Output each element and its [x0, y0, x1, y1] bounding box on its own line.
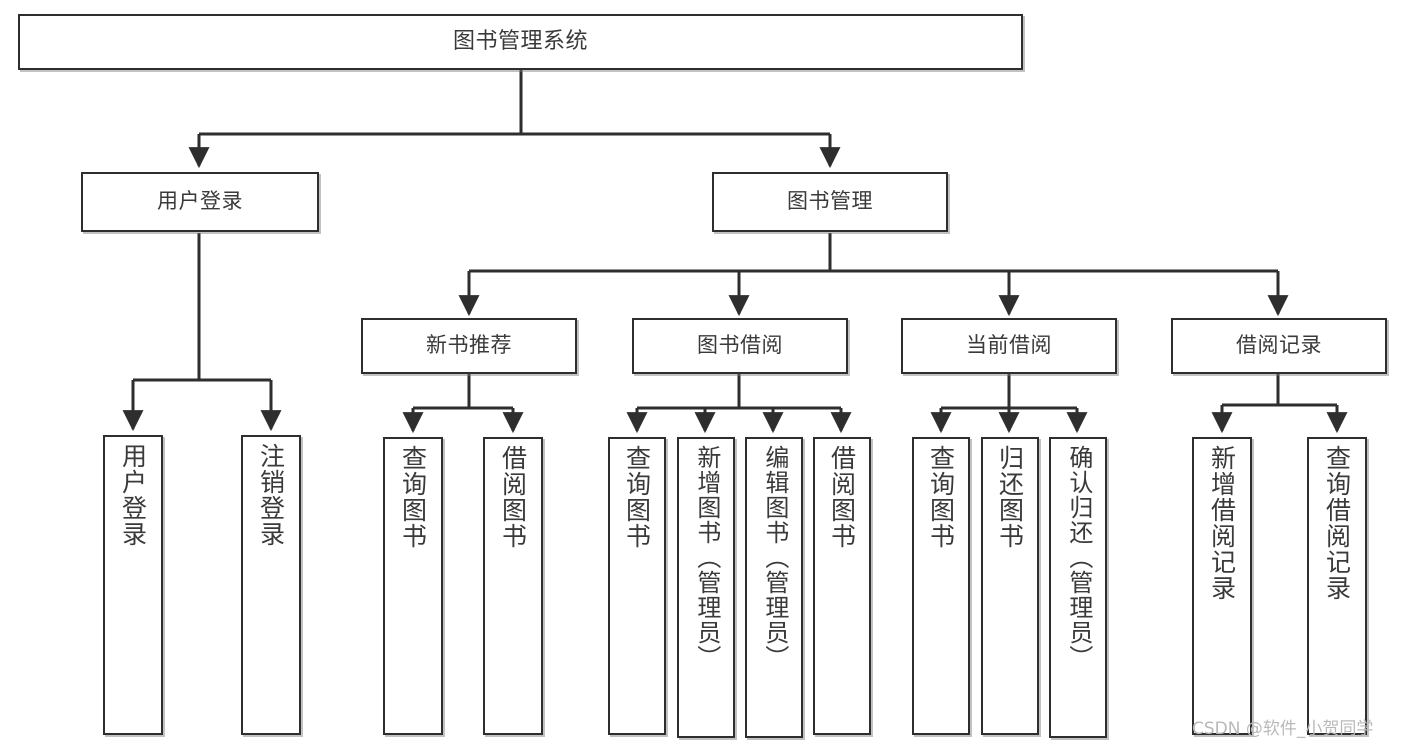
leaf-book-borrow-query[interactable]: 查询图书: [608, 437, 666, 735]
node-book-borrow[interactable]: 图书借阅: [632, 318, 848, 374]
node-label: 借阅图书: [827, 445, 857, 549]
node-root-book-management-system[interactable]: 图书管理系统: [18, 14, 1023, 70]
node-label: 图书借阅: [697, 333, 783, 358]
leaf-new-book-query[interactable]: 查询图书: [383, 437, 443, 735]
node-label: 确认归还（管理员）: [1064, 445, 1093, 670]
csdn-watermark: CSDN @软件_小贺同学: [1192, 719, 1374, 739]
leaf-book-borrow-edit-admin[interactable]: 编辑图书（管理员）: [745, 437, 803, 738]
node-label: 图书管理系统: [452, 28, 588, 54]
node-label: 查询图书: [398, 445, 428, 549]
node-borrow-record[interactable]: 借阅记录: [1171, 318, 1387, 374]
leaf-current-borrow-query[interactable]: 查询图书: [912, 437, 970, 735]
node-label: 图书管理: [787, 189, 873, 214]
node-label: 查询图书: [926, 445, 956, 549]
leaf-book-borrow-add-admin[interactable]: 新增图书（管理员）: [677, 437, 735, 738]
leaf-book-borrow-borrow[interactable]: 借阅图书: [813, 437, 871, 735]
node-label: 查询借阅记录: [1322, 445, 1352, 601]
leaf-user-login-login[interactable]: 用户登录: [103, 435, 163, 735]
leaf-borrow-record-query[interactable]: 查询借阅记录: [1307, 437, 1367, 735]
node-label: 用户登录: [157, 189, 243, 214]
node-book-management[interactable]: 图书管理: [712, 172, 948, 232]
node-user-login[interactable]: 用户登录: [81, 172, 319, 232]
node-label: 当前借阅: [966, 333, 1052, 358]
leaf-new-book-borrow[interactable]: 借阅图书: [483, 437, 543, 735]
node-label: 注销登录: [256, 443, 286, 547]
node-label: 新书推荐: [426, 333, 512, 358]
node-label: 用户登录: [118, 443, 148, 547]
node-new-book-recommend[interactable]: 新书推荐: [361, 318, 577, 374]
leaf-borrow-record-add[interactable]: 新增借阅记录: [1192, 437, 1252, 735]
node-label: 借阅图书: [498, 445, 528, 549]
node-current-borrow[interactable]: 当前借阅: [901, 318, 1117, 374]
node-label: 借阅记录: [1236, 333, 1322, 358]
leaf-current-borrow-return[interactable]: 归还图书: [981, 437, 1039, 735]
node-label: 新增图书（管理员）: [692, 445, 721, 670]
node-label: 编辑图书（管理员）: [760, 445, 789, 670]
leaf-user-login-logout[interactable]: 注销登录: [241, 435, 301, 735]
node-label: 归还图书: [995, 445, 1025, 549]
node-label: 新增借阅记录: [1207, 445, 1237, 601]
node-label: 查询图书: [622, 445, 652, 549]
leaf-current-borrow-confirm-admin[interactable]: 确认归还（管理员）: [1049, 437, 1107, 738]
